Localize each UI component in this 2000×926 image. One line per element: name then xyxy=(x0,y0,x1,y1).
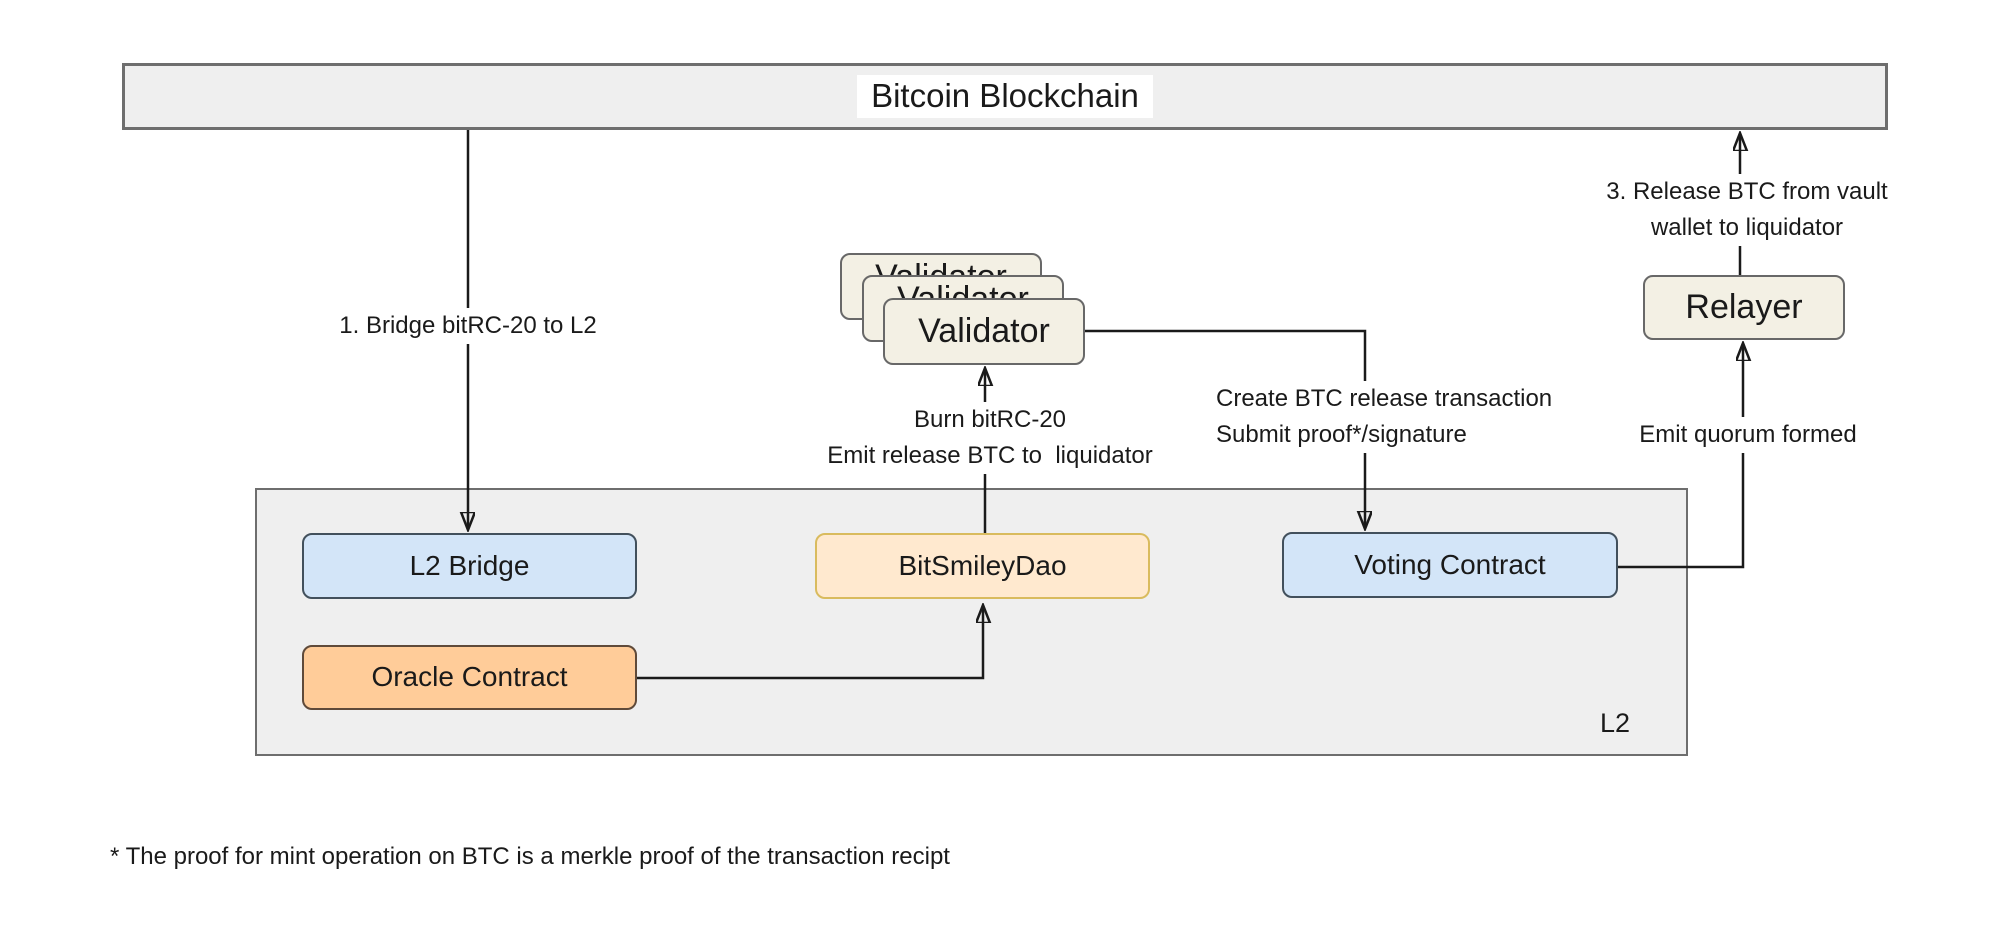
validator-label: Validator xyxy=(918,311,1050,350)
relayer-label: Relayer xyxy=(1685,287,1803,326)
footnote: * The proof for mint operation on BTC is… xyxy=(110,843,950,870)
edge-label-release-btc: 3. Release BTC from vault wallet to liqu… xyxy=(1600,174,1894,246)
edge-label-bridge: 1. Bridge bitRC-20 to L2 xyxy=(333,308,603,344)
edge-validator-to-voting xyxy=(1085,329,1365,527)
oracle-contract-label: Oracle Contract xyxy=(371,661,568,693)
edge-label-create-release: Create BTC release transaction Submit pr… xyxy=(1210,381,1559,453)
l2-bridge-node: L2 Bridge xyxy=(302,533,637,599)
l2-bridge-label: L2 Bridge xyxy=(409,549,530,581)
edge-label-burn: Burn bitRC-20 Emit release BTC to liquid… xyxy=(821,402,1159,474)
edge-oracle-to-bitsmiley xyxy=(637,607,983,680)
bitsmileydao-label: BitSmileyDao xyxy=(898,549,1067,581)
relayer-node: Relayer xyxy=(1643,275,1845,340)
oracle-contract-node: Oracle Contract xyxy=(302,645,637,710)
l2-container-label: L2 xyxy=(1600,708,1631,738)
voting-contract-label: Voting Contract xyxy=(1354,548,1546,580)
bitcoin-blockchain-label: Bitcoin Blockchain xyxy=(857,75,1153,118)
validator-node-front: Validator xyxy=(883,298,1085,365)
bitsmileydao-node: BitSmileyDao xyxy=(815,533,1150,599)
bitcoin-blockchain-bar: Bitcoin Blockchain xyxy=(122,63,1888,130)
voting-contract-node: Voting Contract xyxy=(1282,532,1618,598)
edge-label-quorum: Emit quorum formed xyxy=(1633,417,1863,453)
edge-voting-to-relayer xyxy=(1618,345,1743,569)
